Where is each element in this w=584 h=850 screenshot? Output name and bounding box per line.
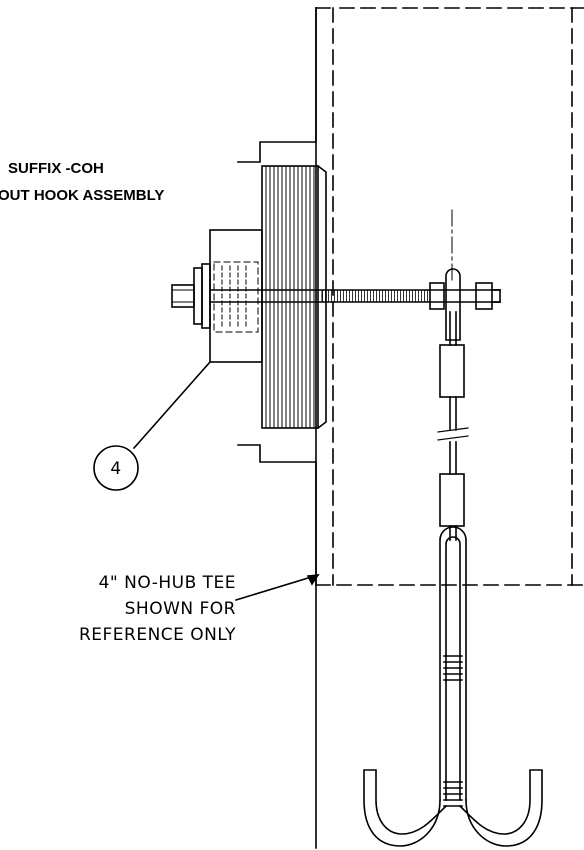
cleanout-plug [261, 164, 327, 430]
item-balloon-number: 4 [110, 459, 121, 479]
threaded-rod [171, 263, 501, 329]
mounting-bracket [209, 229, 263, 363]
item-balloon-circle [93, 445, 139, 491]
reference-note-line-1: 4" NO-HUB TEE [99, 573, 236, 593]
leader-lines [132, 360, 320, 601]
assembly-label: OUT HOOK ASSEMBLY [0, 187, 164, 204]
reference-note-line-3: REFERENCE ONLY [79, 625, 236, 645]
suffix-label: SUFFIX -COH [8, 160, 104, 177]
no-hub-tee-outline [237, 7, 584, 849]
reference-note-line-2: SHOWN FOR [125, 599, 236, 619]
hanger-assembly [363, 209, 543, 847]
